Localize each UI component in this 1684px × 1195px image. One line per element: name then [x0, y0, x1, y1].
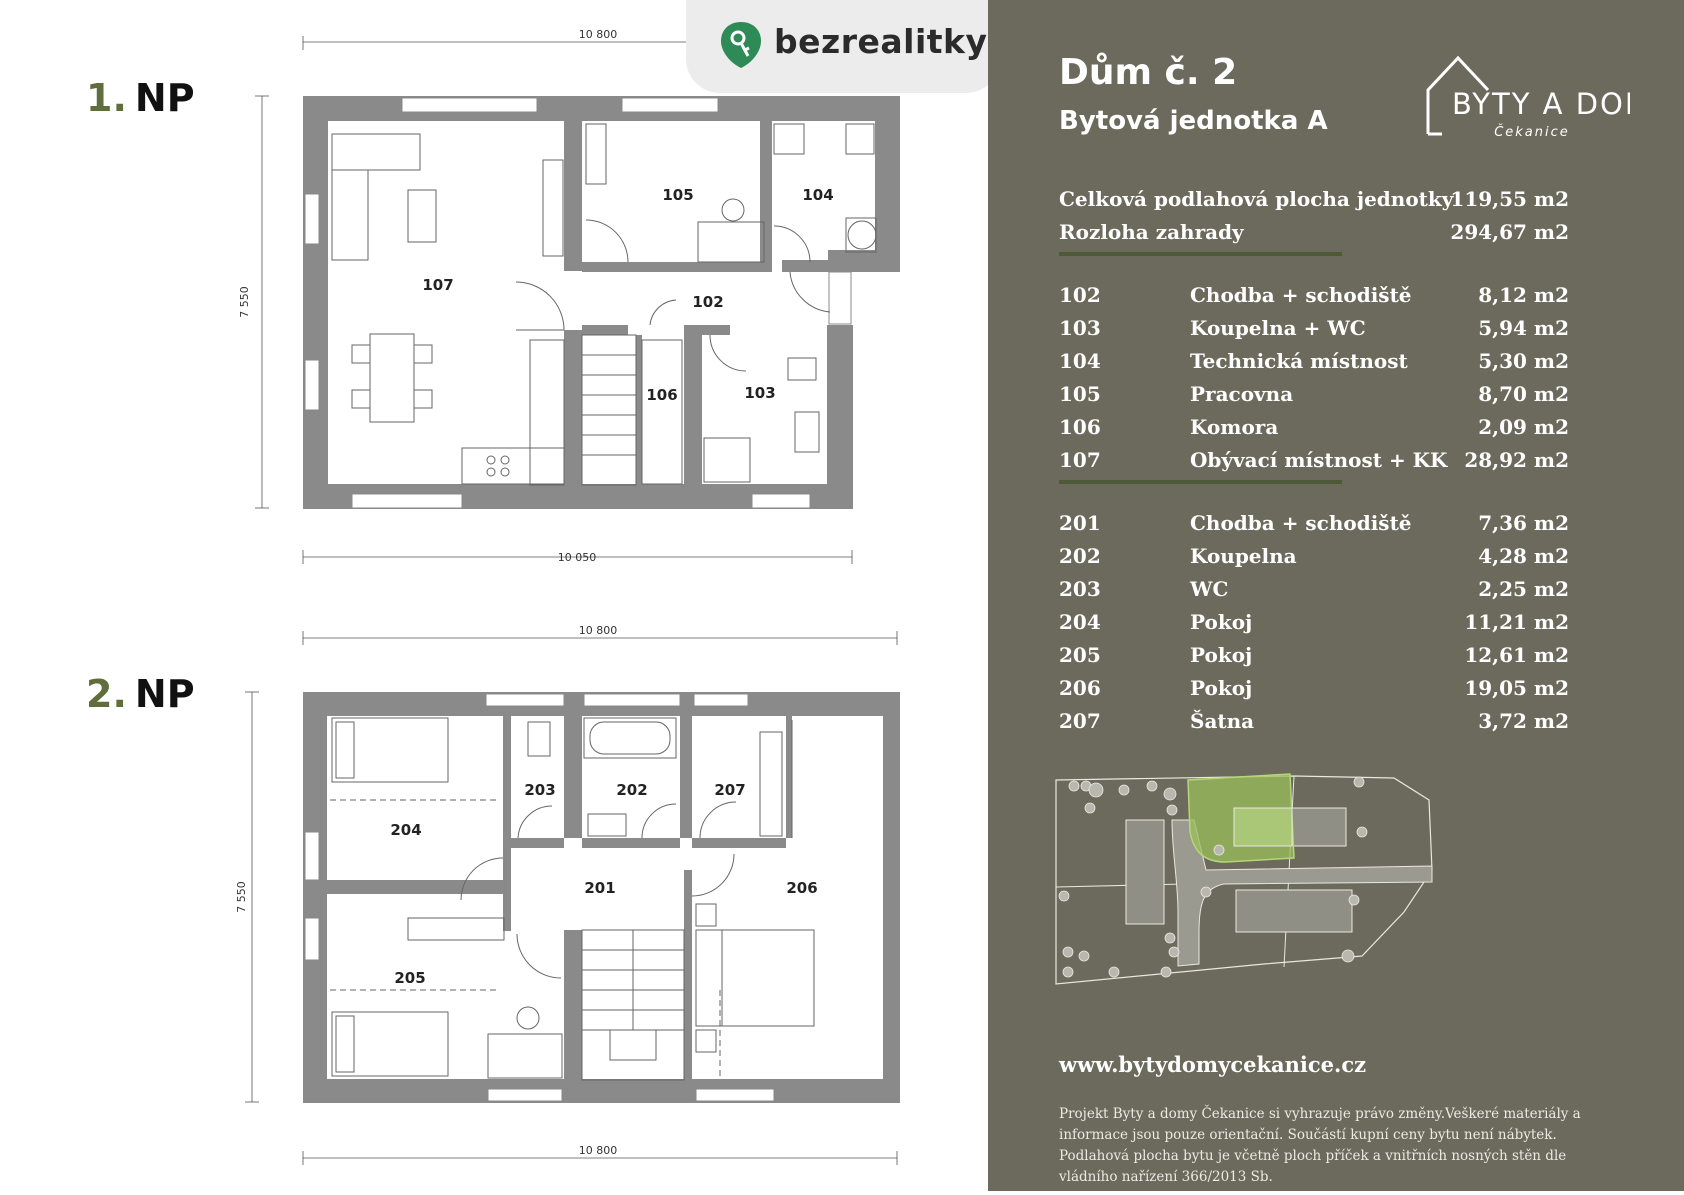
floor-label-2np: 2.NP [86, 672, 195, 716]
room-name: Komora [1190, 415, 1279, 439]
dim-top-1np: 10 800 [579, 28, 618, 41]
unit-title: Bytová jednotka A [1059, 106, 1328, 136]
room-code: 204 [1059, 610, 1101, 634]
house-title: Dům č. 2 [1059, 52, 1238, 93]
logo-line1: BYTY A DOMY [1452, 87, 1630, 121]
dim-bottom-1np: 10 050 [558, 551, 597, 564]
site-plan-map [1055, 773, 1433, 985]
dim-side-2np: 7 550 [235, 881, 248, 913]
room-code: 107 [1059, 448, 1101, 472]
room-name: Technická místnost [1190, 349, 1408, 373]
room-code: 207 [1059, 709, 1101, 733]
room-row: 102 Chodba + schodiště 8,12 m2 [1059, 283, 1569, 313]
room-name: WC [1190, 577, 1229, 601]
room-code: 206 [1059, 676, 1101, 700]
room-row: 204 Pokoj 11,21 m2 [1059, 610, 1569, 640]
room-label-107: 107 [422, 276, 453, 294]
room-name: Pokoj [1190, 610, 1253, 634]
brand-name: bezrealitky [774, 22, 988, 61]
room-area: 11,21 m2 [1464, 610, 1569, 634]
room-row: 104 Technická místnost 5,30 m2 [1059, 349, 1569, 379]
total-floor-area-row: Celková podlahová plocha jednotky 119,55… [1059, 187, 1569, 217]
key-pin-icon [721, 22, 761, 68]
room-label-103: 103 [744, 384, 775, 402]
room-area: 12,61 m2 [1464, 643, 1569, 667]
divider [1059, 252, 1342, 256]
room-code: 105 [1059, 382, 1101, 406]
room-code: 103 [1059, 316, 1101, 340]
garden-area-row: Rozloha zahrady 294,67 m2 [1059, 220, 1569, 250]
room-label-104: 104 [802, 186, 833, 204]
room-name: Pokoj [1190, 643, 1253, 667]
room-area: 8,70 m2 [1478, 382, 1569, 406]
disclaimer-text: Projekt Byty a domy Čekanice si vyhrazuj… [1059, 1106, 1581, 1185]
room-row: 106 Komora 2,09 m2 [1059, 415, 1569, 445]
room-row: 205 Pokoj 12,61 m2 [1059, 643, 1569, 673]
room-name: Chodba + schodiště [1190, 511, 1412, 535]
dim-top-2np: 10 800 [579, 624, 618, 637]
dim-bottom-2np: 10 800 [579, 1144, 618, 1157]
floor-plan-1np: 10 800 10 050 7 550 [238, 28, 900, 564]
room-name: Obývací místnost + KK [1190, 448, 1448, 472]
room-area: 19,05 m2 [1464, 676, 1569, 700]
room-name: Koupelna [1190, 544, 1297, 568]
info-panel: Dům č. 2 Bytová jednotka A BYTY A DOMY Č… [988, 0, 1684, 1191]
room-area: 4,28 m2 [1478, 544, 1569, 568]
website-link[interactable]: www.bytydomycekanice.cz [1059, 1052, 1367, 1077]
room-label-202: 202 [616, 781, 647, 799]
logo-line2: Čekanice [1494, 124, 1570, 140]
room-code: 106 [1059, 415, 1101, 439]
byty-a-domy-logo: BYTY A DOMY Čekanice [1426, 55, 1630, 140]
room-area: 5,94 m2 [1478, 316, 1569, 340]
room-name: Chodba + schodiště [1190, 283, 1412, 307]
room-name: Pracovna [1190, 382, 1294, 406]
room-area: 119,55 m2 [1450, 187, 1569, 211]
room-row: 203 WC 2,25 m2 [1059, 577, 1569, 607]
room-label: Rozloha zahrady [1059, 220, 1244, 244]
room-name: Pokoj [1190, 676, 1253, 700]
floor-plan-drawings: .wall{fill:#8a8a8a;} .ln{stroke:#666;str… [235, 28, 900, 1165]
room-code: 102 [1059, 283, 1101, 307]
room-row: 105 Pracovna 8,70 m2 [1059, 382, 1569, 412]
room-code: 104 [1059, 349, 1101, 373]
room-row: 206 Pokoj 19,05 m2 [1059, 676, 1569, 706]
room-name: Šatna [1190, 709, 1255, 733]
room-label-207: 207 [714, 781, 745, 799]
floor-plans-area: 1.NP 2.NP .wall{fill:#8a8a8a;} .ln{strok… [86, 28, 900, 1165]
room-row: 202 Koupelna 4,28 m2 [1059, 544, 1569, 574]
room-row: 207 Šatna 3,72 m2 [1059, 709, 1569, 739]
room-code: 202 [1059, 544, 1101, 568]
bezrealitky-logo[interactable]: bezrealitky [686, 0, 1000, 93]
room-area: 7,36 m2 [1478, 511, 1569, 535]
room-label-201: 201 [584, 879, 615, 897]
room-label-106: 106 [646, 386, 677, 404]
room-row: 103 Koupelna + WC 5,94 m2 [1059, 316, 1569, 346]
floor-label-1np: 1.NP [86, 76, 195, 120]
room-name: Koupelna + WC [1190, 316, 1366, 340]
room-area: 5,30 m2 [1478, 349, 1569, 373]
room-area: 28,92 m2 [1464, 448, 1569, 472]
divider [1059, 480, 1342, 484]
room-area: 294,67 m2 [1450, 220, 1569, 244]
room-area: 2,09 m2 [1478, 415, 1569, 439]
floor-plan-2np: 10 800 10 800 7 550 [235, 624, 900, 1165]
room-label-102: 102 [692, 293, 723, 311]
room-row: 107 Obývací místnost + KK 28,92 m2 [1059, 448, 1569, 478]
room-code: 203 [1059, 577, 1101, 601]
room-label-206: 206 [786, 879, 817, 897]
room-row: 201 Chodba + schodiště 7,36 m2 [1059, 511, 1569, 541]
dim-side-1np: 7 550 [238, 286, 251, 318]
room-label-204: 204 [390, 821, 421, 839]
room-area: 3,72 m2 [1478, 709, 1569, 733]
room-area: 8,12 m2 [1478, 283, 1569, 307]
room-label: Celková podlahová plocha jednotky [1059, 187, 1454, 211]
room-label-205: 205 [394, 969, 425, 987]
room-label-203: 203 [524, 781, 555, 799]
room-area: 2,25 m2 [1478, 577, 1569, 601]
room-code: 205 [1059, 643, 1101, 667]
room-label-105: 105 [662, 186, 693, 204]
room-code: 201 [1059, 511, 1101, 535]
